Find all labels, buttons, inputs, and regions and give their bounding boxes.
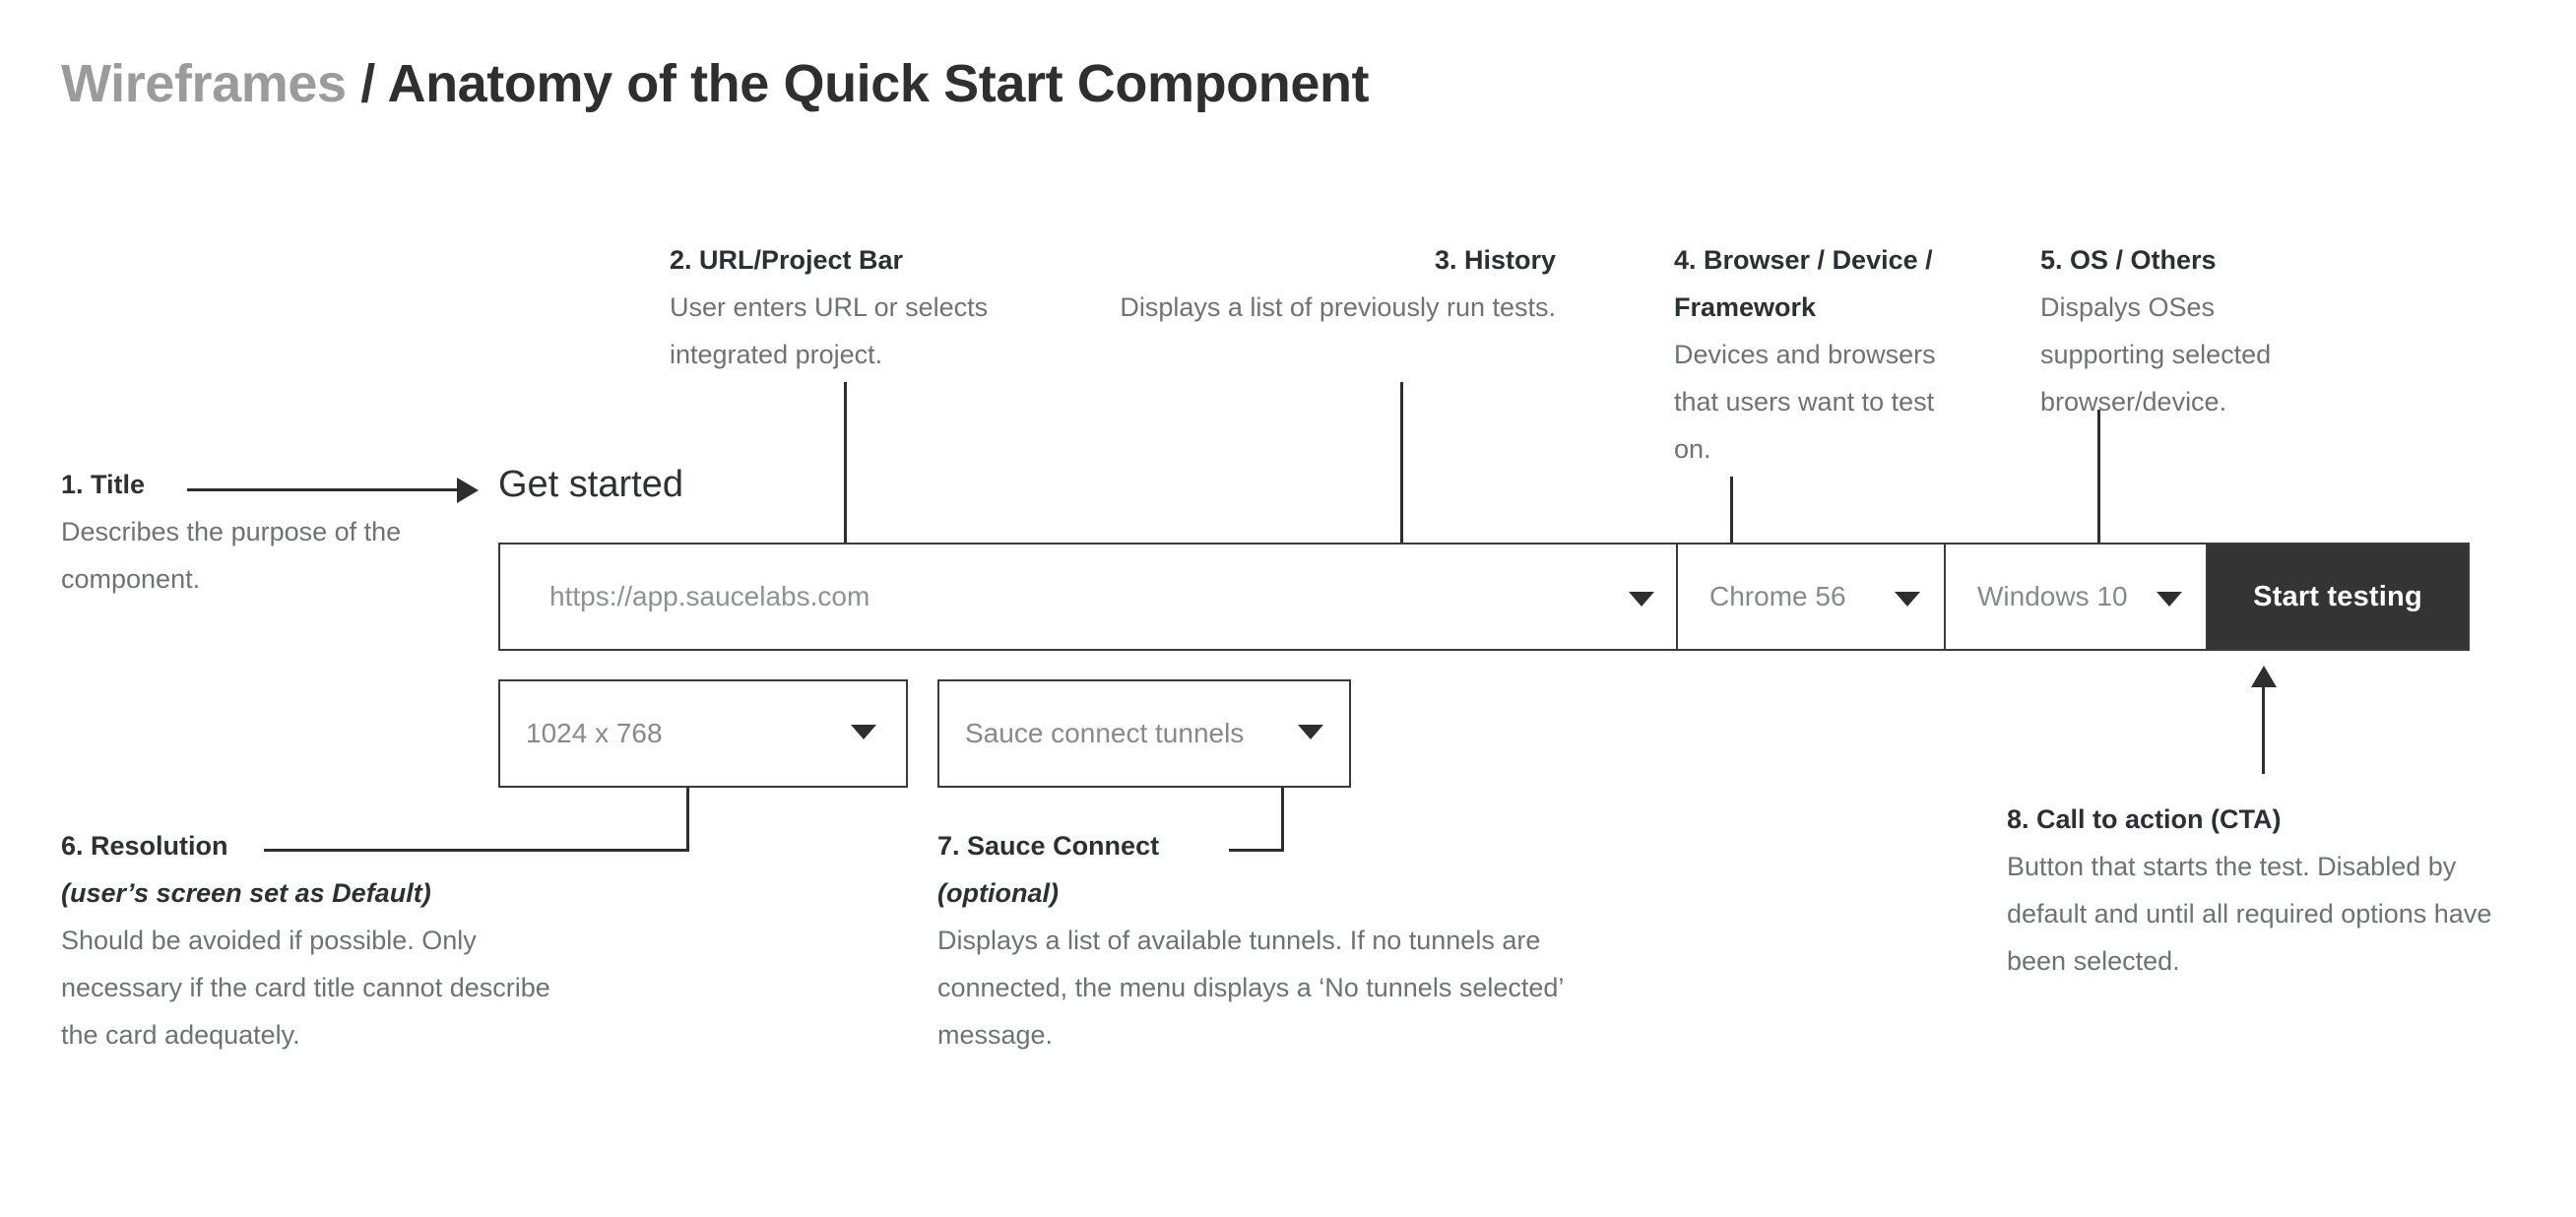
annotation-call-to-action: 8. Call to action (CTA) Button that star… bbox=[2007, 796, 2519, 985]
url-project-input[interactable]: https://app.saucelabs.com bbox=[500, 544, 1676, 649]
leader-arrow-call-to-action bbox=[2251, 666, 2277, 687]
annotation-resolution-heading: 6. Resolution bbox=[61, 831, 228, 861]
url-project-placeholder: https://app.saucelabs.com bbox=[549, 581, 870, 611]
component-title: Get started bbox=[498, 464, 683, 505]
annotation-history-heading: 3. History bbox=[1434, 245, 1556, 275]
annotation-url-project-bar-body: User enters URL or selects integrated pr… bbox=[670, 292, 989, 369]
annotation-browser-device-framework-body: Devices and browsers that users want to … bbox=[1674, 340, 1936, 464]
resolution-chevron-down-icon[interactable] bbox=[851, 725, 876, 739]
os-chevron-down-icon[interactable] bbox=[2157, 592, 2182, 607]
annotation-title-heading: 1. Title bbox=[61, 470, 146, 499]
resolution-select[interactable]: 1024 x 768 bbox=[498, 679, 908, 788]
annotation-sauce-connect: 7. Sauce Connect (optional) Displays a l… bbox=[937, 822, 1568, 1058]
leader-line-call-to-action bbox=[2262, 683, 2265, 774]
browser-device-select[interactable]: Chrome 56 bbox=[1676, 544, 1944, 649]
leader-line-resolution-horizontal bbox=[264, 849, 689, 852]
leader-line-sauce-connect-horizontal bbox=[1229, 849, 1284, 852]
annotation-os-others-body: Dispalys OSes supporting selected browse… bbox=[2040, 292, 2272, 416]
annotation-sauce-connect-subheading: (optional) bbox=[937, 878, 1059, 908]
annotation-url-project-bar-heading: 2. URL/Project Bar bbox=[670, 245, 904, 275]
annotation-sauce-connect-body: Displays a list of available tunnels. If… bbox=[937, 926, 1564, 1050]
leader-line-resolution-vertical bbox=[686, 748, 689, 850]
leader-line-url-project-bar bbox=[844, 382, 847, 573]
start-testing-button[interactable]: Start testing bbox=[2208, 544, 2468, 649]
leader-line-sauce-connect-vertical bbox=[1281, 748, 1284, 850]
annotation-os-others: 5. OS / Others Dispalys OSes supporting … bbox=[2040, 236, 2346, 425]
page-title-separator: / bbox=[346, 54, 388, 113]
annotation-resolution-subheading: (user’s screen set as Default) bbox=[61, 878, 431, 908]
sauce-connect-tunnels-select[interactable]: Sauce connect tunnels bbox=[937, 679, 1351, 788]
annotation-os-others-heading: 5. OS / Others bbox=[2040, 245, 2217, 275]
leader-line-title bbox=[187, 488, 461, 491]
page-title-subject: Anatomy of the Quick Start Component bbox=[387, 54, 1370, 113]
os-value: Windows 10 bbox=[1977, 581, 2128, 611]
resolution-value: 1024 x 768 bbox=[526, 718, 663, 748]
leader-arrow-title bbox=[457, 478, 479, 503]
annotation-call-to-action-body: Button that starts the test. Disabled by… bbox=[2007, 852, 2492, 976]
os-select[interactable]: Windows 10 bbox=[1944, 544, 2206, 649]
tunnels-chevron-down-icon[interactable] bbox=[1298, 725, 1323, 739]
browser-device-value: Chrome 56 bbox=[1709, 581, 1846, 611]
quick-start-bar: https://app.saucelabs.com Chrome 56 Wind… bbox=[498, 543, 2470, 651]
annotation-title: 1. Title Describes the purpose of the co… bbox=[61, 461, 455, 603]
annotation-title-body: Describes the purpose of the component. bbox=[61, 517, 402, 594]
annotation-sauce-connect-heading: 7. Sauce Connect bbox=[937, 831, 1160, 861]
leader-line-os-others bbox=[2097, 410, 2100, 573]
browser-chevron-down-icon[interactable] bbox=[1895, 592, 1920, 607]
annotation-history: 3. History Displays a list of previously… bbox=[1093, 236, 1556, 331]
annotation-browser-device-framework: 4. Browser / Device / Framework Devices … bbox=[1674, 236, 1969, 473]
annotation-history-body: Displays a list of previously run tests. bbox=[1120, 292, 1556, 322]
annotation-resolution-body: Should be avoided if possible. Only nece… bbox=[61, 926, 550, 1050]
leader-line-browser-device-framework bbox=[1730, 477, 1733, 573]
leader-line-history-vertical bbox=[1400, 382, 1403, 599]
sauce-connect-tunnels-value: Sauce connect tunnels bbox=[965, 718, 1245, 748]
annotation-call-to-action-heading: 8. Call to action (CTA) bbox=[2007, 804, 2282, 834]
history-chevron-down-icon[interactable] bbox=[1629, 592, 1654, 607]
start-testing-cell: Start testing bbox=[2206, 544, 2468, 649]
annotation-url-project-bar: 2. URL/Project Bar User enters URL or se… bbox=[670, 236, 1063, 378]
annotation-resolution: 6. Resolution (user’s screen set as Defa… bbox=[61, 822, 573, 1058]
page-title-section: Wireframes bbox=[61, 54, 347, 113]
page-title: Wireframes / Anatomy of the Quick Start … bbox=[61, 54, 1370, 113]
annotation-browser-device-framework-heading: 4. Browser / Device / Framework bbox=[1674, 245, 1933, 322]
